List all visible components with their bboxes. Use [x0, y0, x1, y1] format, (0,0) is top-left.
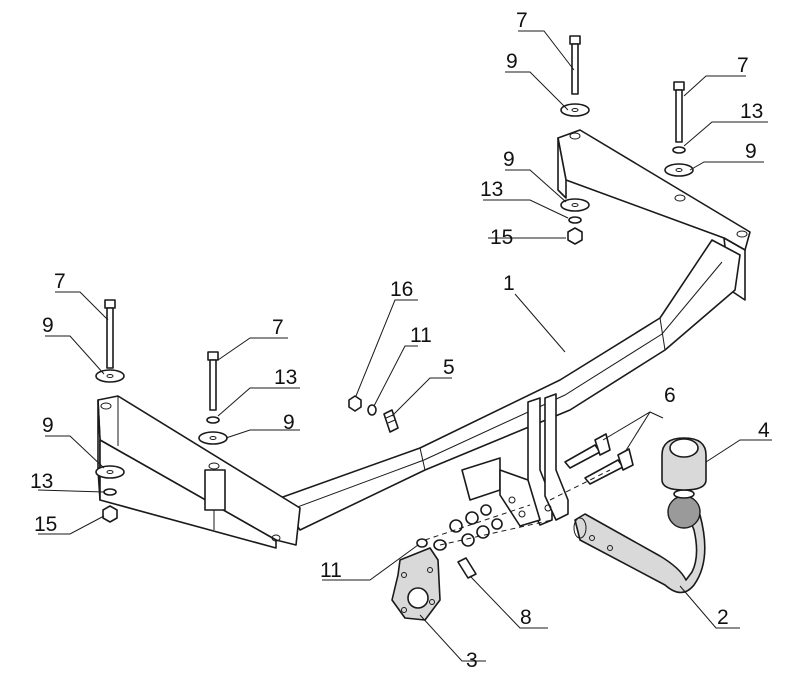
- leader-lines: [37, 30, 772, 662]
- callout-7-left-outer: 7: [54, 270, 66, 293]
- nuts-group: [449, 504, 503, 547]
- socket-plate-part-3: [391, 547, 441, 621]
- callout-6: 6: [664, 384, 676, 407]
- callout-5: 5: [443, 356, 455, 379]
- bolt-part-5: [383, 409, 399, 433]
- callout-15-left-lower: 15: [34, 513, 57, 536]
- bolt-part-7-left-inner: [207, 351, 219, 411]
- bolt-part-7-left-outer: [104, 299, 116, 369]
- callout-16: 16: [390, 278, 413, 301]
- callout-7-top-right: 7: [737, 54, 749, 77]
- callout-9-top-right: 9: [745, 140, 757, 163]
- nut-part-15: [102, 227, 583, 523]
- callout-8: 8: [520, 606, 532, 629]
- bolts-part-6: [564, 433, 634, 485]
- ball-cover-part-4: [661, 437, 707, 491]
- callout-13-top-right: 13: [740, 100, 763, 123]
- callout-13-center-right: 13: [480, 178, 503, 201]
- callout-11-upper: 11: [410, 324, 432, 347]
- callout-13-left-inner: 13: [274, 366, 297, 389]
- callout-13-left-lower: 13: [30, 470, 53, 493]
- bolt-part-8: [457, 557, 477, 579]
- callout-9-left-lower: 9: [42, 414, 54, 437]
- callout-7-left-inner: 7: [272, 316, 284, 339]
- bolt-part-7-top-right: [673, 81, 685, 143]
- callout-labels: 7 9 7 13 9 9 13 15 7 9 16 1 7 11 13 5 9 …: [30, 9, 770, 672]
- tow-ball-arm-part-2: [573, 489, 706, 594]
- callout-2: 2: [717, 606, 729, 629]
- callout-9-center-right: 9: [503, 148, 515, 171]
- crossbar-part-1: [97, 129, 751, 549]
- callout-7-top-center: 7: [516, 9, 528, 32]
- callout-9-left-inner: 9: [283, 411, 295, 434]
- callout-1: 1: [503, 272, 515, 295]
- callout-3: 3: [466, 649, 478, 672]
- washer-part-11-upper: [367, 404, 377, 416]
- callout-9-top-center: 9: [506, 50, 518, 73]
- callout-9-left-outer: 9: [42, 314, 54, 337]
- assembly-guides: [213, 469, 611, 546]
- spring-washer-part-13: [103, 146, 686, 496]
- nut-part-16: [348, 395, 362, 412]
- washer-part-9: [95, 103, 694, 479]
- callout-15-center-right: 15: [490, 226, 513, 249]
- bolt-part-7-top-center: [569, 35, 581, 95]
- callout-4: 4: [758, 419, 770, 442]
- callout-11-lower: 11: [320, 559, 342, 582]
